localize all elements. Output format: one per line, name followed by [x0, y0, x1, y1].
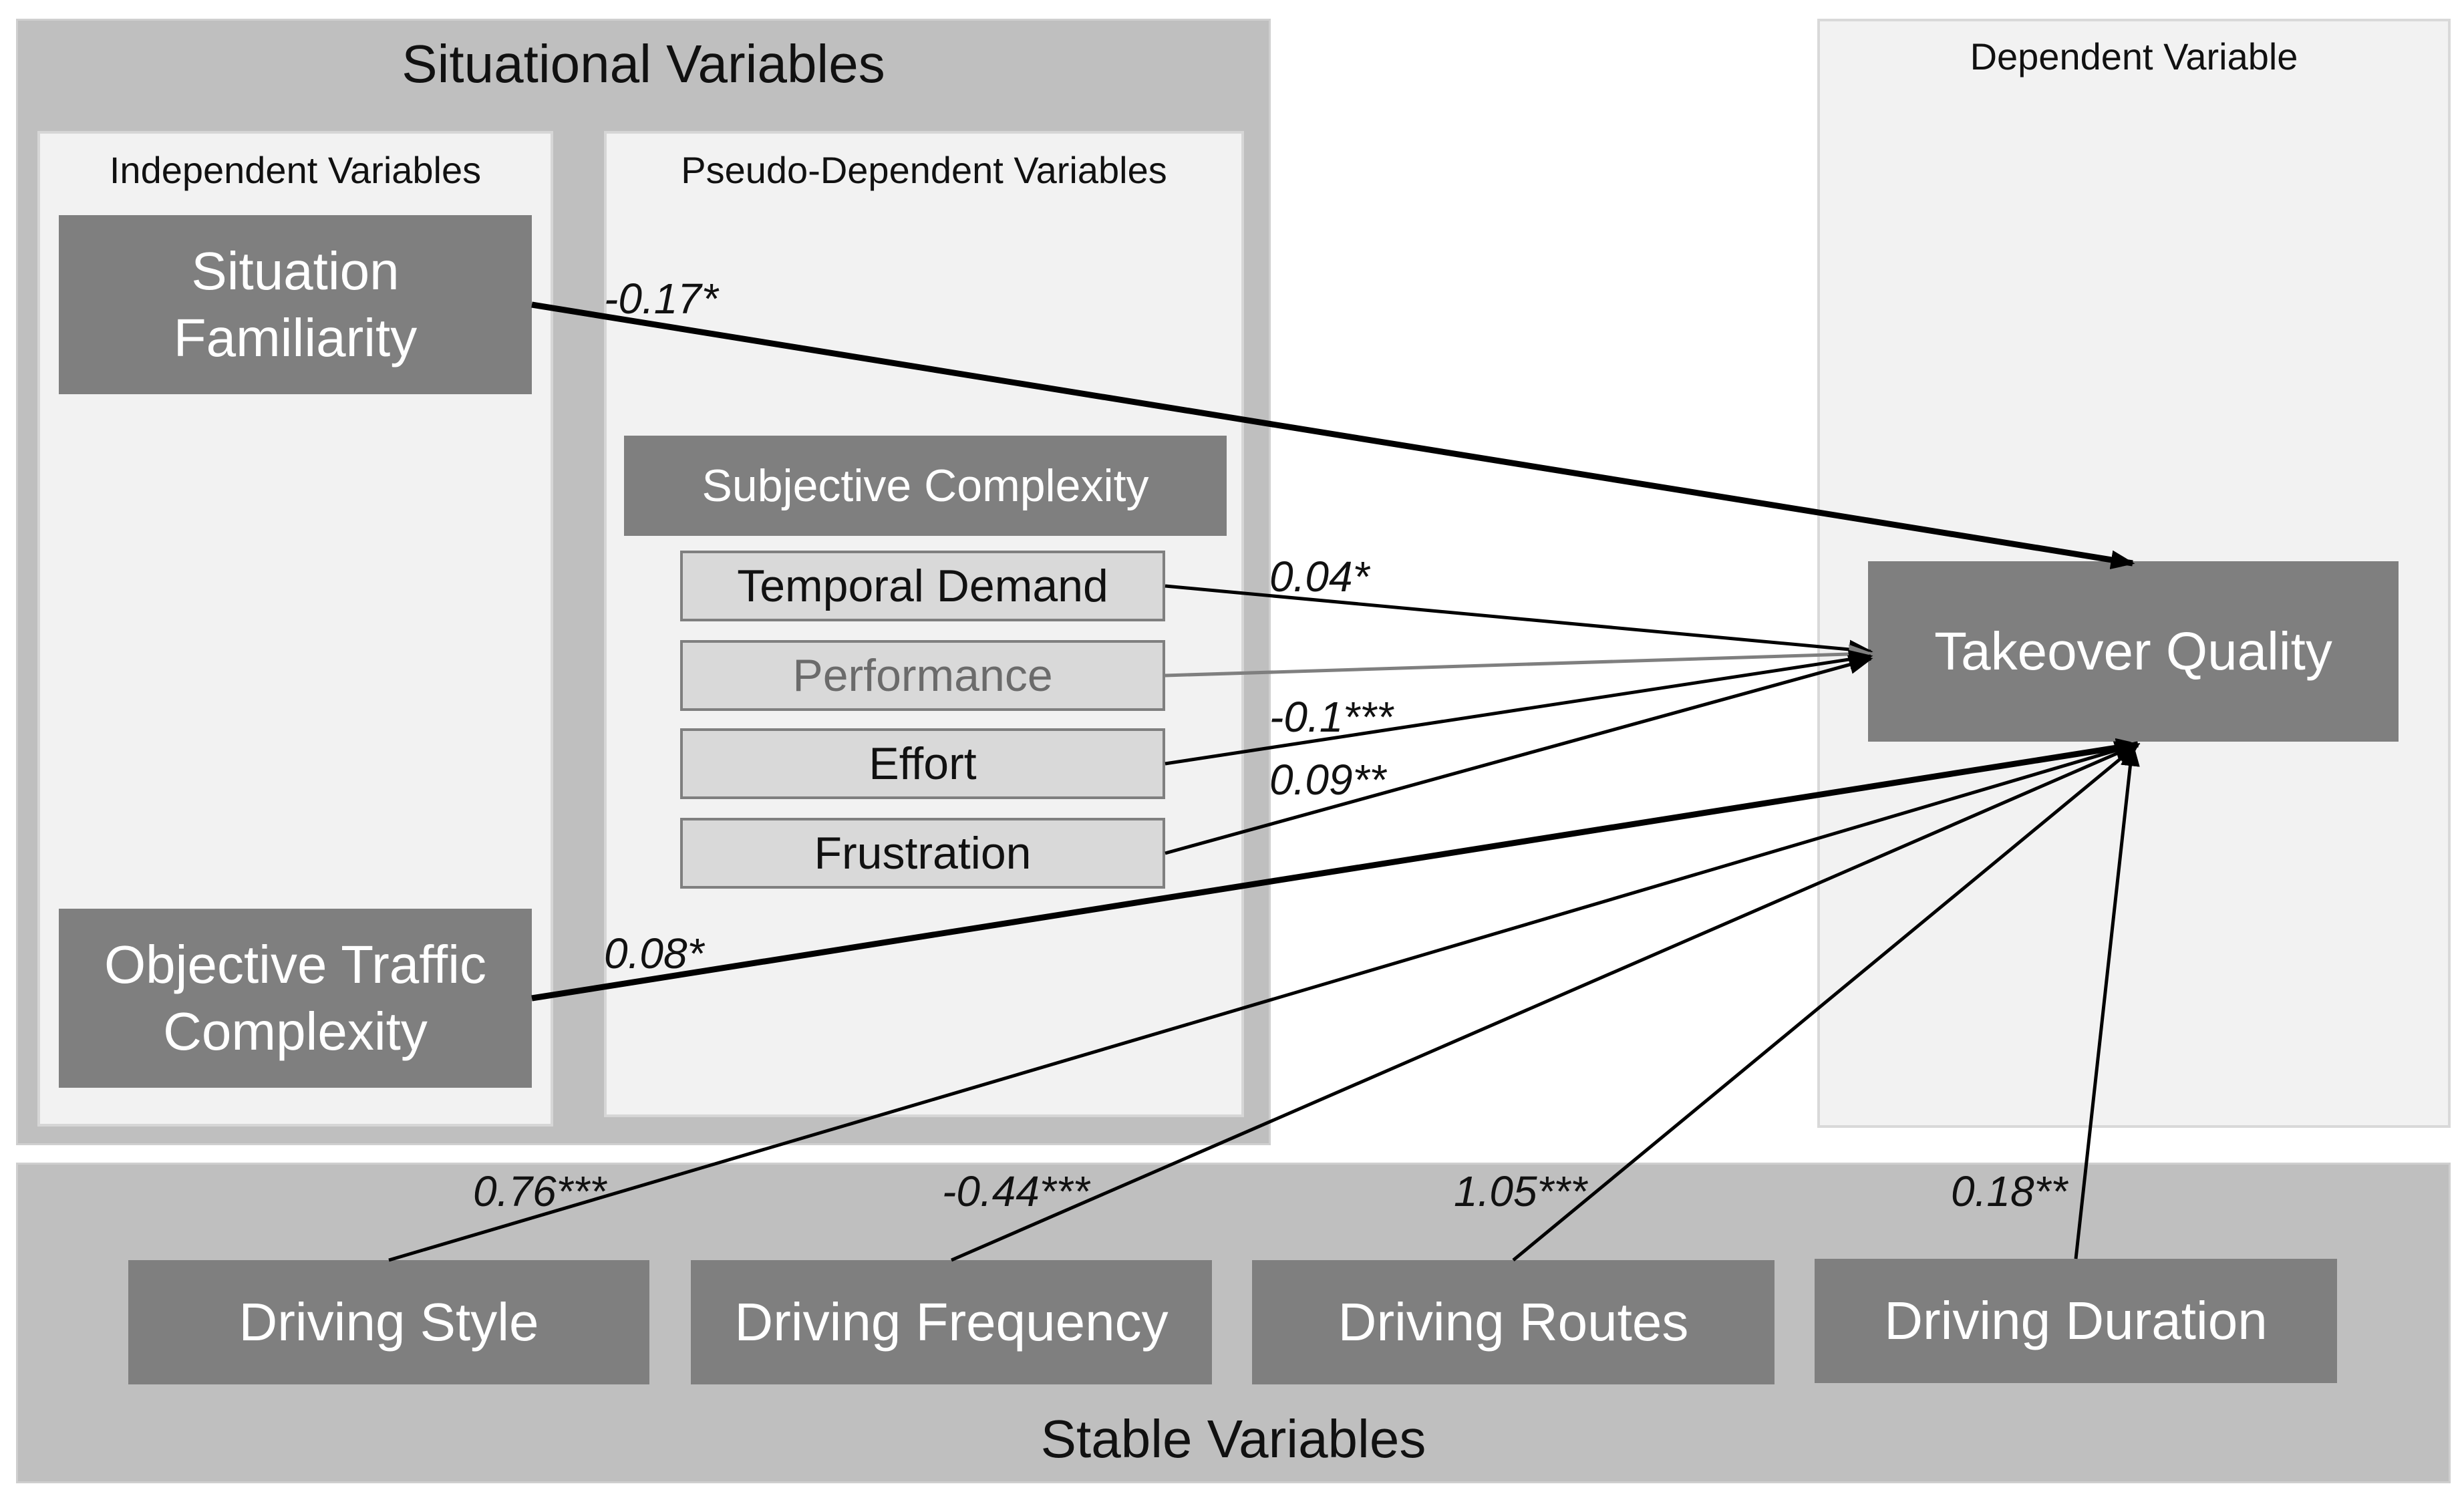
coef-frustration: 0.09** — [1269, 756, 1386, 804]
situation-familiarity-line-2: Familiarity — [173, 308, 418, 367]
situation-familiarity-line-1: Situation — [191, 241, 400, 301]
coef-situation-familiarity: -0.17* — [604, 275, 718, 323]
arrow-temporal-demand — [1165, 584, 1873, 659]
pseudo-dependent-variables-title: Pseudo-Dependent Variables — [681, 149, 1167, 191]
effort-node: Effort — [680, 728, 1165, 799]
coef-driving-routes: 1.05*** — [1454, 1167, 1587, 1215]
objective-traffic-complexity-line-1: Objective Traffic — [104, 935, 487, 994]
coef-driving-duration: 0.18** — [1951, 1167, 2068, 1215]
arrow-driving-duration — [2074, 742, 2140, 1259]
arrow-driving-routes — [1512, 742, 2140, 1261]
arrow-effort — [1165, 649, 1873, 766]
dependent-variable-title: Dependent Variable — [1970, 35, 2298, 78]
driving-routes-node: Driving Routes — [1252, 1260, 1775, 1384]
situational-variables-title: Situational Variables — [402, 34, 885, 94]
coef-driving-frequency: -0.44*** — [942, 1167, 1090, 1215]
driving-frequency-node: Driving Frequency — [691, 1260, 1212, 1384]
stable-variables-title: Stable Variables — [1040, 1409, 1426, 1469]
driving-duration-node: Driving Duration — [1815, 1259, 2337, 1383]
coef-temporal-demand: 0.04* — [1269, 553, 1370, 601]
arrow-driving-style — [388, 741, 2139, 1262]
arrow-objective-traffic-complexity — [531, 738, 2141, 1002]
coef-driving-style: 0.76*** — [473, 1167, 607, 1215]
pseudo-dependent-variables-panel — [604, 131, 1244, 1117]
objective-traffic-complexity-line-2: Complexity — [163, 1002, 428, 1061]
performance-node: Performance — [680, 640, 1165, 711]
driving-style-node: Driving Style — [128, 1260, 649, 1384]
independent-variables-title: Independent Variables — [109, 149, 482, 191]
arrow-performance — [1165, 644, 1873, 678]
frustration-node: Frustration — [680, 818, 1165, 889]
subjective-complexity-node: Subjective Complexity — [624, 436, 1227, 536]
objective-traffic-complexity-node: Objective Traffic Complexity — [59, 909, 532, 1088]
arrow-situation-familiarity — [531, 301, 2135, 570]
arrow-driving-frequency — [951, 742, 2141, 1262]
temporal-demand-node: Temporal Demand — [680, 551, 1165, 621]
coef-effort: -0.1*** — [1269, 693, 1393, 741]
situation-familiarity-node: Situation Familiarity — [59, 215, 532, 394]
arrow-frustration — [1165, 655, 1873, 855]
takeover-quality-node: Takeover Quality — [1868, 561, 2399, 742]
coef-objective-traffic-complexity: 0.08* — [604, 929, 704, 978]
